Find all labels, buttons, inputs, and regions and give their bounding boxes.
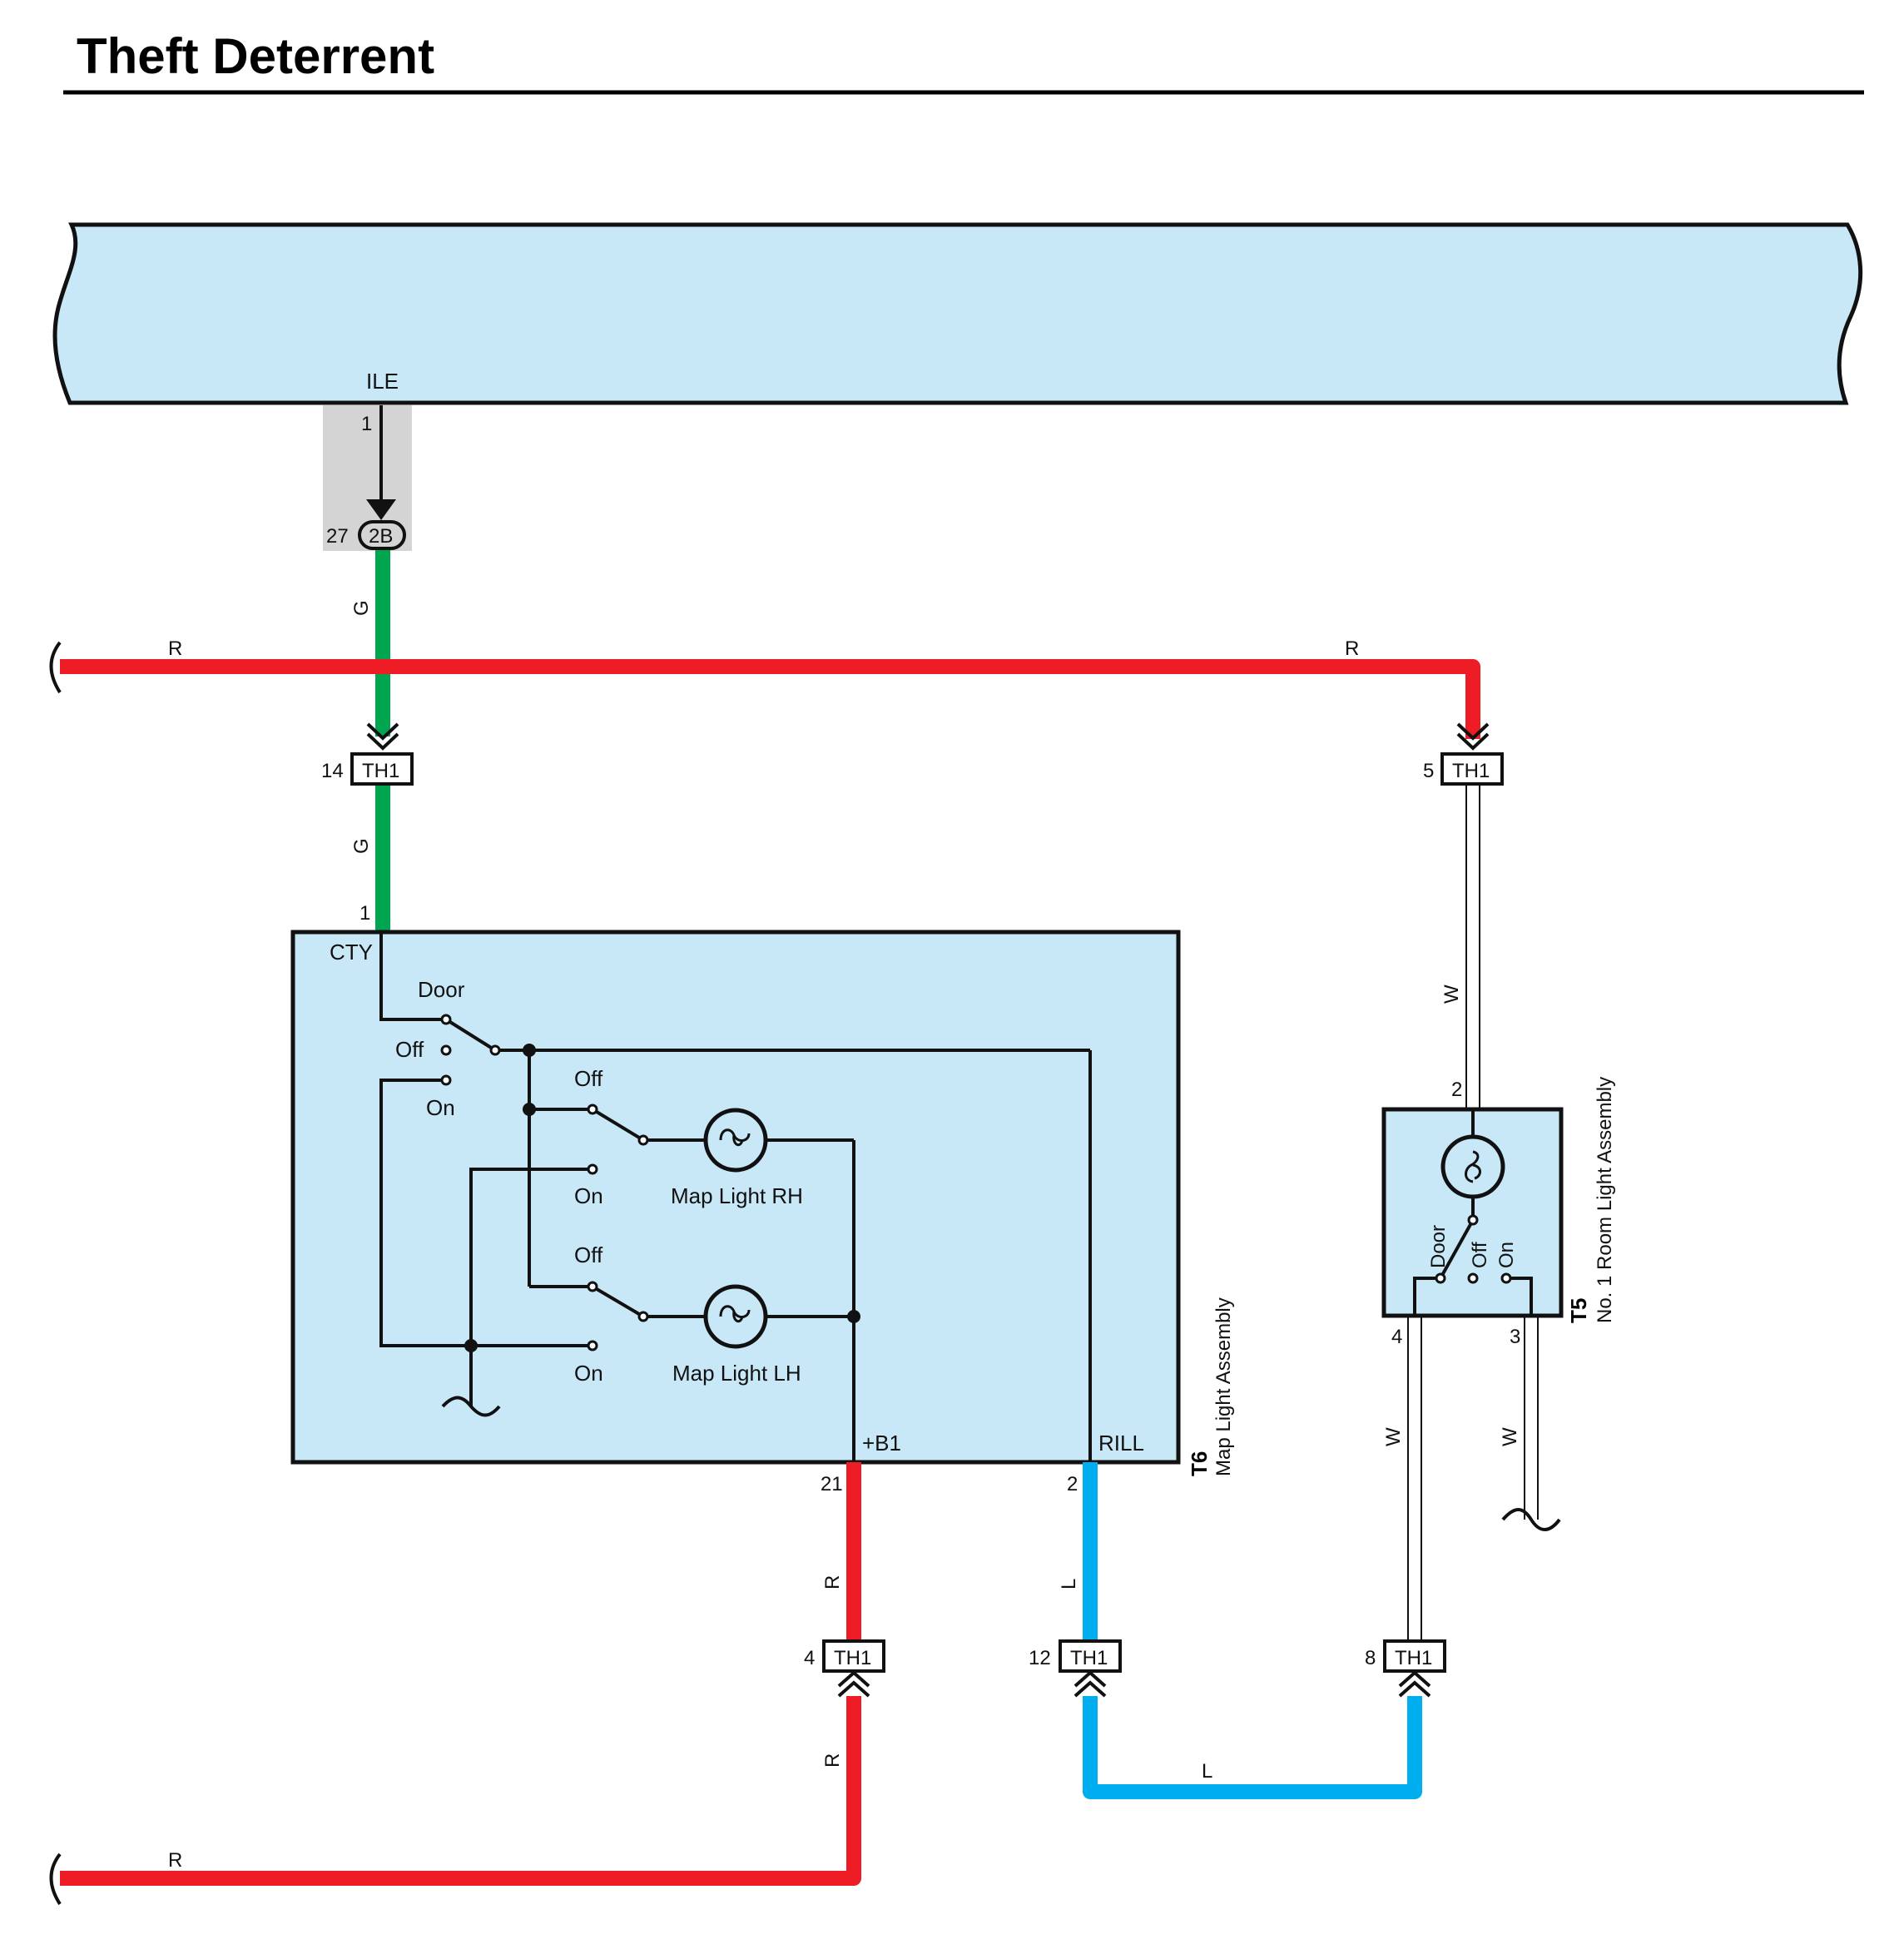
connector-th1-8-pin: 8 [1365,1647,1376,1669]
blue-wire-bottom [1083,1696,1422,1799]
red-wire-bottom-left-end [49,1852,62,1906]
chevron-up-icon [1398,1680,1431,1698]
red-wire-top-left-end [49,641,62,694]
t5-off-label: Off [1469,1242,1491,1268]
bulb-icon [1440,1134,1505,1199]
t6-name: Map Light Assembly [1212,1297,1235,1476]
junction-2b-box [358,520,406,550]
wire-label-r-left: R [168,637,182,660]
chevron-down-icon [1456,732,1490,751]
wire-label-g-1: G [350,600,373,616]
ecu-terminal-ile: ILE [366,369,399,394]
t6-rh-off-label: Off [574,1066,603,1091]
wire-label-g-2: G [350,838,373,854]
bulb-icon [703,1108,768,1173]
t6-on-label: On [426,1095,455,1120]
wire-label-r-bottom: R [168,1849,182,1872]
t5-pin-right: 3 [1510,1326,1520,1348]
wire-label-w-t5-3: W [1499,1427,1521,1446]
t6-terminal-b1: +B1 [862,1431,901,1456]
t6-pin-rill: 2 [1067,1473,1078,1495]
connector-th1-5-pin: 5 [1423,760,1434,782]
t5-code: T5 [1566,1298,1591,1323]
chevron-down-icon [366,722,399,741]
wire-label-w-t5-4: W [1382,1427,1405,1446]
t5-pin-left: 4 [1391,1326,1402,1348]
t6-switch-contacts [440,1014,649,1351]
ecu-output-arrow [366,499,396,520]
junction-2b-pin: 27 [326,525,349,548]
t6-junction-dots [464,1044,860,1352]
t6-off-label: Off [395,1037,424,1062]
wire-label-r-lower: R [821,1753,844,1768]
connector-th1-4-id: TH1 [834,1647,871,1669]
t6-lh-on-label: On [574,1361,603,1386]
wire-label-l-rill: L [1058,1579,1080,1589]
connector-th1-14-id: TH1 [362,760,399,782]
t6-door-label: Door [418,977,465,1002]
red-wire-top [60,659,1480,739]
red-wire-bottom [60,1696,861,1886]
connector-th1-12 [1059,1639,1122,1673]
wire-label-l-bottom: L [1202,1760,1212,1783]
t5-switch-contacts [1435,1214,1512,1284]
chevron-up-icon [837,1670,870,1688]
t6-pin-cty: 1 [359,902,370,925]
wire-label-r-b1: R [821,1575,844,1589]
t6-rh-on-label: On [574,1183,603,1208]
connector-th1-5 [1440,752,1504,786]
connector-th1-12-pin: 12 [1029,1647,1051,1669]
t6-rh-name: Map Light RH [671,1183,803,1208]
t5-pin-top: 2 [1451,1079,1462,1101]
chevron-up-icon [1073,1680,1107,1698]
connector-th1-4-pin: 4 [804,1647,815,1669]
t5-door-label: Door [1427,1225,1450,1268]
chevron-up-icon [1398,1670,1431,1688]
t5-on-label: On [1495,1242,1518,1268]
junction-2b-label: 2B [369,525,393,548]
chevron-up-icon [1073,1670,1107,1688]
chevron-up-icon [837,1680,870,1698]
ground-break-icon [1501,1508,1561,1531]
bulb-icon [703,1284,768,1349]
t6-terminal-cty: CTY [330,940,373,965]
t5-name: No. 1 Room Light Assembly [1594,1077,1616,1323]
ecu-pin-1: 1 [361,413,372,435]
ecu-block [52,222,1863,405]
connector-th1-4 [822,1639,885,1673]
page-title: Theft Deterrent [77,28,434,84]
wire-label-r-right: R [1345,637,1359,660]
t6-lh-off-label: Off [574,1242,603,1267]
t6-terminal-rill: RILL [1098,1431,1144,1456]
t6-internal-wiring [379,932,1092,1462]
connector-th1-8-id: TH1 [1395,1647,1432,1669]
connector-th1-14-pin: 14 [321,760,344,782]
wire-label-w-to-t5: W [1440,984,1463,1004]
t6-code: T6 [1187,1451,1212,1476]
connector-th1-14 [350,752,414,786]
chevron-down-icon [1456,722,1490,741]
t6-pin-b1: 21 [821,1473,843,1495]
t6-lh-name: Map Light LH [672,1361,801,1386]
connector-th1-12-id: TH1 [1070,1647,1108,1669]
chevron-down-icon [366,732,399,751]
connector-th1-5-id: TH1 [1452,760,1490,782]
